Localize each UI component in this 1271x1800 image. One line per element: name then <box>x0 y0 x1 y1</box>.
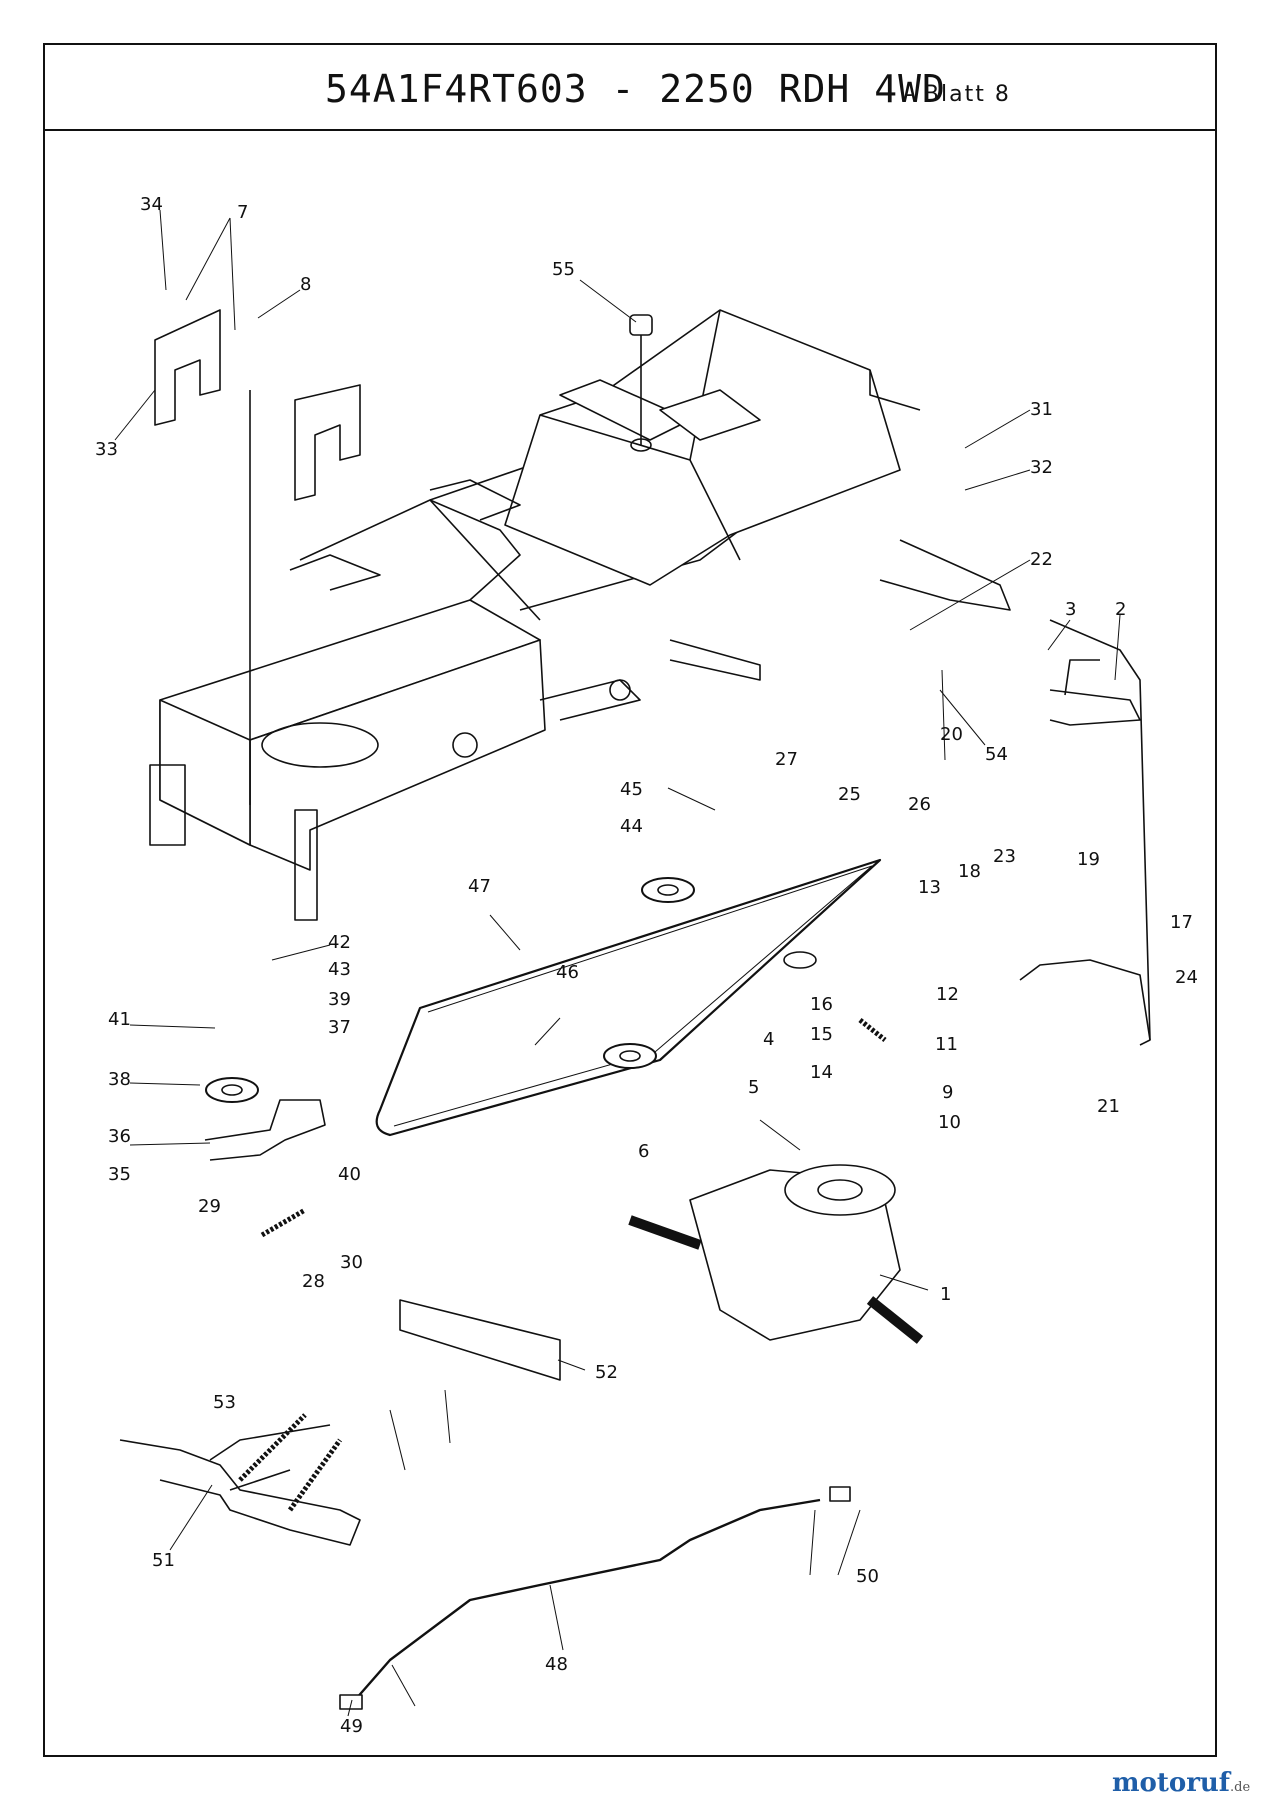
part-label: 6 <box>638 1141 649 1162</box>
pulleys <box>205 877 817 1103</box>
part-label: 32 <box>1030 457 1053 478</box>
part-label: 17 <box>1170 912 1193 933</box>
part-label: 23 <box>993 846 1016 867</box>
part-label: 24 <box>1175 967 1198 988</box>
part-label: 22 <box>1030 549 1053 570</box>
part-label: 19 <box>1077 849 1100 870</box>
part-label: 28 <box>302 1271 325 1292</box>
part-label: 51 <box>152 1550 175 1571</box>
part-label: 5 <box>748 1077 759 1098</box>
part-label: 53 <box>213 1392 236 1413</box>
part-label: 20 <box>940 724 963 745</box>
part-label: 4 <box>763 1029 774 1050</box>
model-title: 54A1F4RT603 - 2250 RDH 4WD <box>325 67 946 111</box>
part-label: 38 <box>108 1069 131 1090</box>
part-label: 8 <box>300 274 311 295</box>
springs <box>238 1018 887 1512</box>
part-label: 49 <box>340 1716 363 1737</box>
part-label: 12 <box>936 984 959 1005</box>
part-label: 2 <box>1115 599 1126 620</box>
part-label: 13 <box>918 877 941 898</box>
logo-text: motoruf <box>1112 1768 1230 1798</box>
part-label: 18 <box>958 861 981 882</box>
part-label: 44 <box>620 816 643 837</box>
part-label: 21 <box>1097 1096 1120 1117</box>
part-label: 16 <box>810 994 833 1015</box>
part-label: 11 <box>935 1034 958 1055</box>
part-label: 54 <box>985 744 1008 765</box>
part-label: 27 <box>775 749 798 770</box>
part-label: 34 <box>140 194 163 215</box>
title-block: 54A1F4RT603 - 2250 RDH 4WD - Blatt 8 <box>45 45 1215 131</box>
part-label: 33 <box>95 439 118 460</box>
part-label: 41 <box>108 1009 131 1030</box>
part-label: 35 <box>108 1164 131 1185</box>
part-label: 42 <box>328 932 351 953</box>
control-cable <box>339 1486 851 1710</box>
part-label: 15 <box>810 1024 833 1045</box>
part-label: 43 <box>328 959 351 980</box>
part-label: 25 <box>838 784 861 805</box>
part-label: 45 <box>620 779 643 800</box>
part-label: 46 <box>556 962 579 983</box>
brake-linkage <box>1019 619 1151 1046</box>
drive-belt <box>375 858 882 1137</box>
leader-lines <box>114 209 1121 1717</box>
part-label: 55 <box>552 259 575 280</box>
part-label: 39 <box>328 989 351 1010</box>
part-label: 48 <box>545 1654 568 1675</box>
part-labels: 1 2 3 4 5 6 7 8 9 10 11 12 13 14 15 16 1… <box>95 194 1198 1737</box>
part-label: 3 <box>1065 599 1076 620</box>
part-label: 14 <box>810 1062 833 1083</box>
part-label: 37 <box>328 1017 351 1038</box>
part-label: 31 <box>1030 399 1053 420</box>
part-label: 10 <box>938 1112 961 1133</box>
transmission <box>628 1164 924 1344</box>
part-label: 7 <box>237 202 248 223</box>
part-label: 47 <box>468 876 491 897</box>
logo-tld: .de <box>1230 1780 1251 1795</box>
part-label: 29 <box>198 1196 221 1217</box>
mounting-brackets <box>154 309 361 805</box>
part-label: 50 <box>856 1566 879 1587</box>
part-label: 9 <box>942 1082 953 1103</box>
idler-arm <box>204 1099 326 1161</box>
part-label: 36 <box>108 1126 131 1147</box>
pedal-frame <box>119 1299 561 1546</box>
part-label: 52 <box>595 1362 618 1383</box>
sheet-number: - Blatt 8 <box>905 82 1011 107</box>
part-label: 40 <box>338 1164 361 1185</box>
part-label: 30 <box>340 1252 363 1273</box>
chassis-frame <box>149 309 1011 921</box>
seat-knob <box>629 314 653 452</box>
part-label: 1 <box>940 1284 951 1305</box>
part-label: 26 <box>908 794 931 815</box>
motoruf-logo: motoruf.de <box>1112 1768 1250 1798</box>
